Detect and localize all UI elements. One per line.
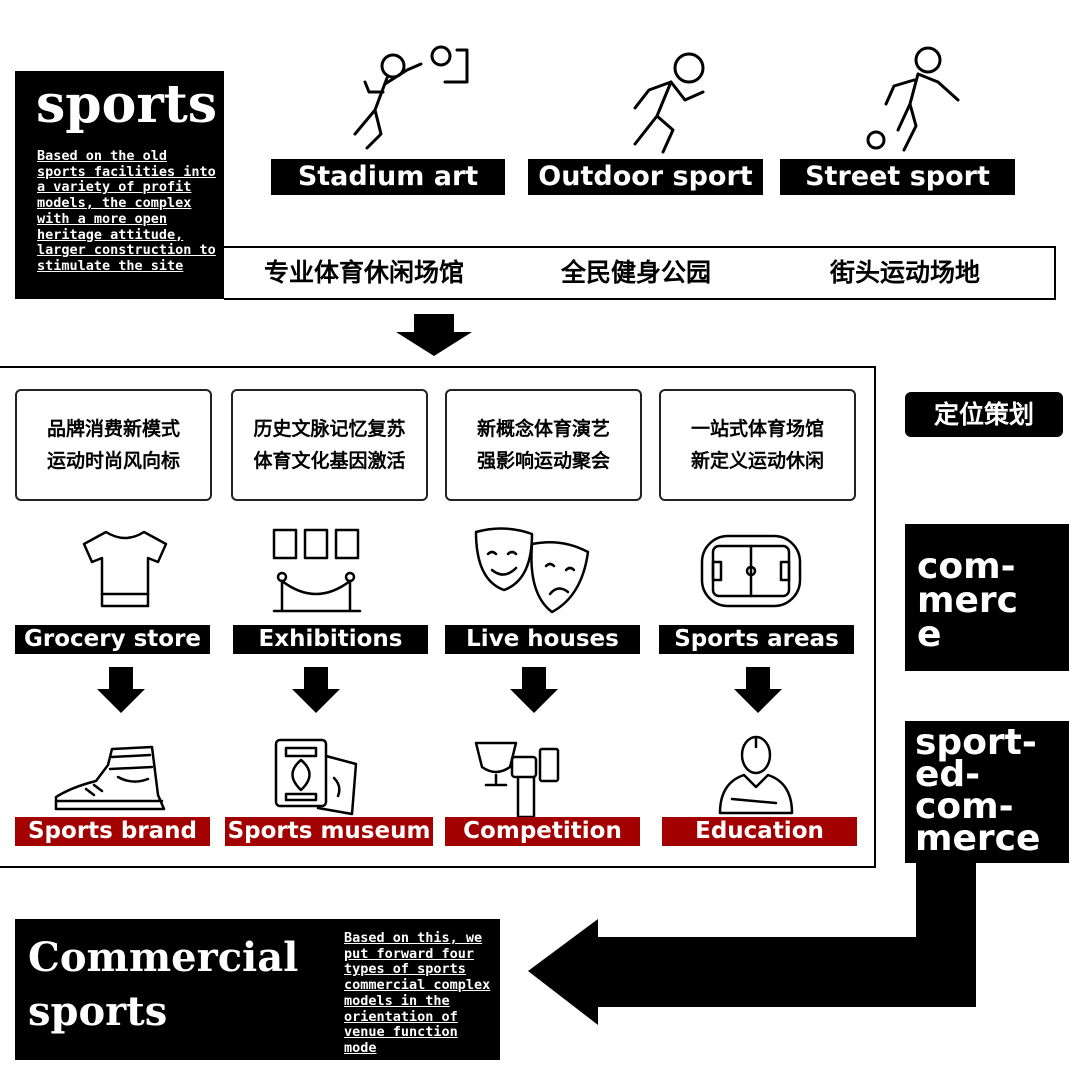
models-frame <box>0 366 876 868</box>
coach-icon <box>718 735 794 815</box>
commerce-line-1: com- <box>917 546 1016 587</box>
category-cn-street: 街头运动场地 <box>830 258 981 287</box>
bottom-title-line1: Commercial <box>28 934 299 981</box>
down-arrow-icon <box>396 314 472 356</box>
result-label-sports-museum: Sports museum <box>225 817 433 846</box>
gallery-rope-icon <box>272 528 362 613</box>
category-label-street-sport: Street sport <box>780 159 1015 195</box>
column-3-arrow-icon <box>510 667 558 713</box>
intro-note: Based on the old sports facilities into … <box>37 148 216 274</box>
category-cn-stadium: 专业体育休闲场馆 <box>264 258 465 287</box>
column-4-arrow-icon <box>734 667 782 713</box>
sported-commerce-panel: sport- ed- com- merce <box>905 721 1069 863</box>
museum-display-icon <box>274 738 358 816</box>
commerce-line-2: merc <box>917 580 1019 621</box>
column-box-4: 一站式体育场馆 新定义运动休闲 <box>659 389 856 501</box>
theater-masks-icon <box>474 527 590 614</box>
t-shirt-icon <box>82 530 168 608</box>
column-3-line2: 强影响运动聚会 <box>476 450 610 472</box>
trophy-icon <box>474 741 560 819</box>
bottom-note: Based on this, we put forward four types… <box>344 930 491 1056</box>
sported-line-4: merce <box>915 818 1041 859</box>
volleyball-player-icon <box>353 45 469 150</box>
soccer-player-icon <box>866 46 960 152</box>
dominate-label: dominate <box>646 951 849 995</box>
column-box-1: 品牌消费新模式 运动时尚风向标 <box>15 389 212 501</box>
stadium-field-icon <box>700 534 802 608</box>
column-1-line2: 运动时尚风向标 <box>46 450 180 472</box>
column-4-line2: 新定义运动休闲 <box>690 450 824 472</box>
result-label-competition: Competition <box>445 817 640 846</box>
dominate-arrow-icon <box>528 853 976 1025</box>
bottom-panel: Commercial sports Based on this, we put … <box>15 919 500 1060</box>
intro-panel: sports Based on the old sports facilitie… <box>15 71 224 299</box>
column-2-line2: 体育文化基因激活 <box>253 450 406 472</box>
column-1-line1: 品牌消费新模式 <box>46 418 180 440</box>
column-2-line1: 历史文脉记忆复苏 <box>253 418 406 440</box>
column-label-sports-areas: Sports areas <box>659 625 854 654</box>
column-1-arrow-icon <box>97 667 145 713</box>
category-label-outdoor-sport: Outdoor sport <box>528 159 763 195</box>
intro-title: sports <box>36 74 218 135</box>
column-2-arrow-icon <box>292 667 340 713</box>
result-label-education: Education <box>662 817 857 846</box>
sneaker-icon <box>54 745 166 811</box>
column-label-grocery-store: Grocery store <box>15 625 210 654</box>
bottom-title-line2: sports <box>28 988 168 1035</box>
sported-line-1: sport- <box>915 722 1037 763</box>
category-cn-bar: 专业体育休闲场馆 全民健身公园 街头运动场地 <box>224 246 1056 300</box>
sported-line-2: ed- <box>915 754 981 795</box>
sported-line-3: com- <box>915 786 1014 827</box>
result-label-sports-brand: Sports brand <box>15 817 210 846</box>
category-cn-outdoor: 全民健身公园 <box>561 258 712 287</box>
column-3-line1: 新概念体育演艺 <box>476 418 610 440</box>
category-label-stadium-art: Stadium art <box>271 159 505 195</box>
column-label-exhibitions: Exhibitions <box>233 625 428 654</box>
column-box-3: 新概念体育演艺 强影响运动聚会 <box>445 389 642 501</box>
positioning-badge: 定位策划 <box>905 392 1063 437</box>
commerce-line-3: e <box>917 614 942 655</box>
column-label-live-houses: Live houses <box>445 625 640 654</box>
column-4-line1: 一站式体育场馆 <box>690 418 824 440</box>
column-box-2: 历史文脉记忆复苏 体育文化基因激活 <box>231 389 428 501</box>
runner-icon <box>633 52 705 154</box>
commerce-panel: com- merc e <box>905 524 1069 671</box>
